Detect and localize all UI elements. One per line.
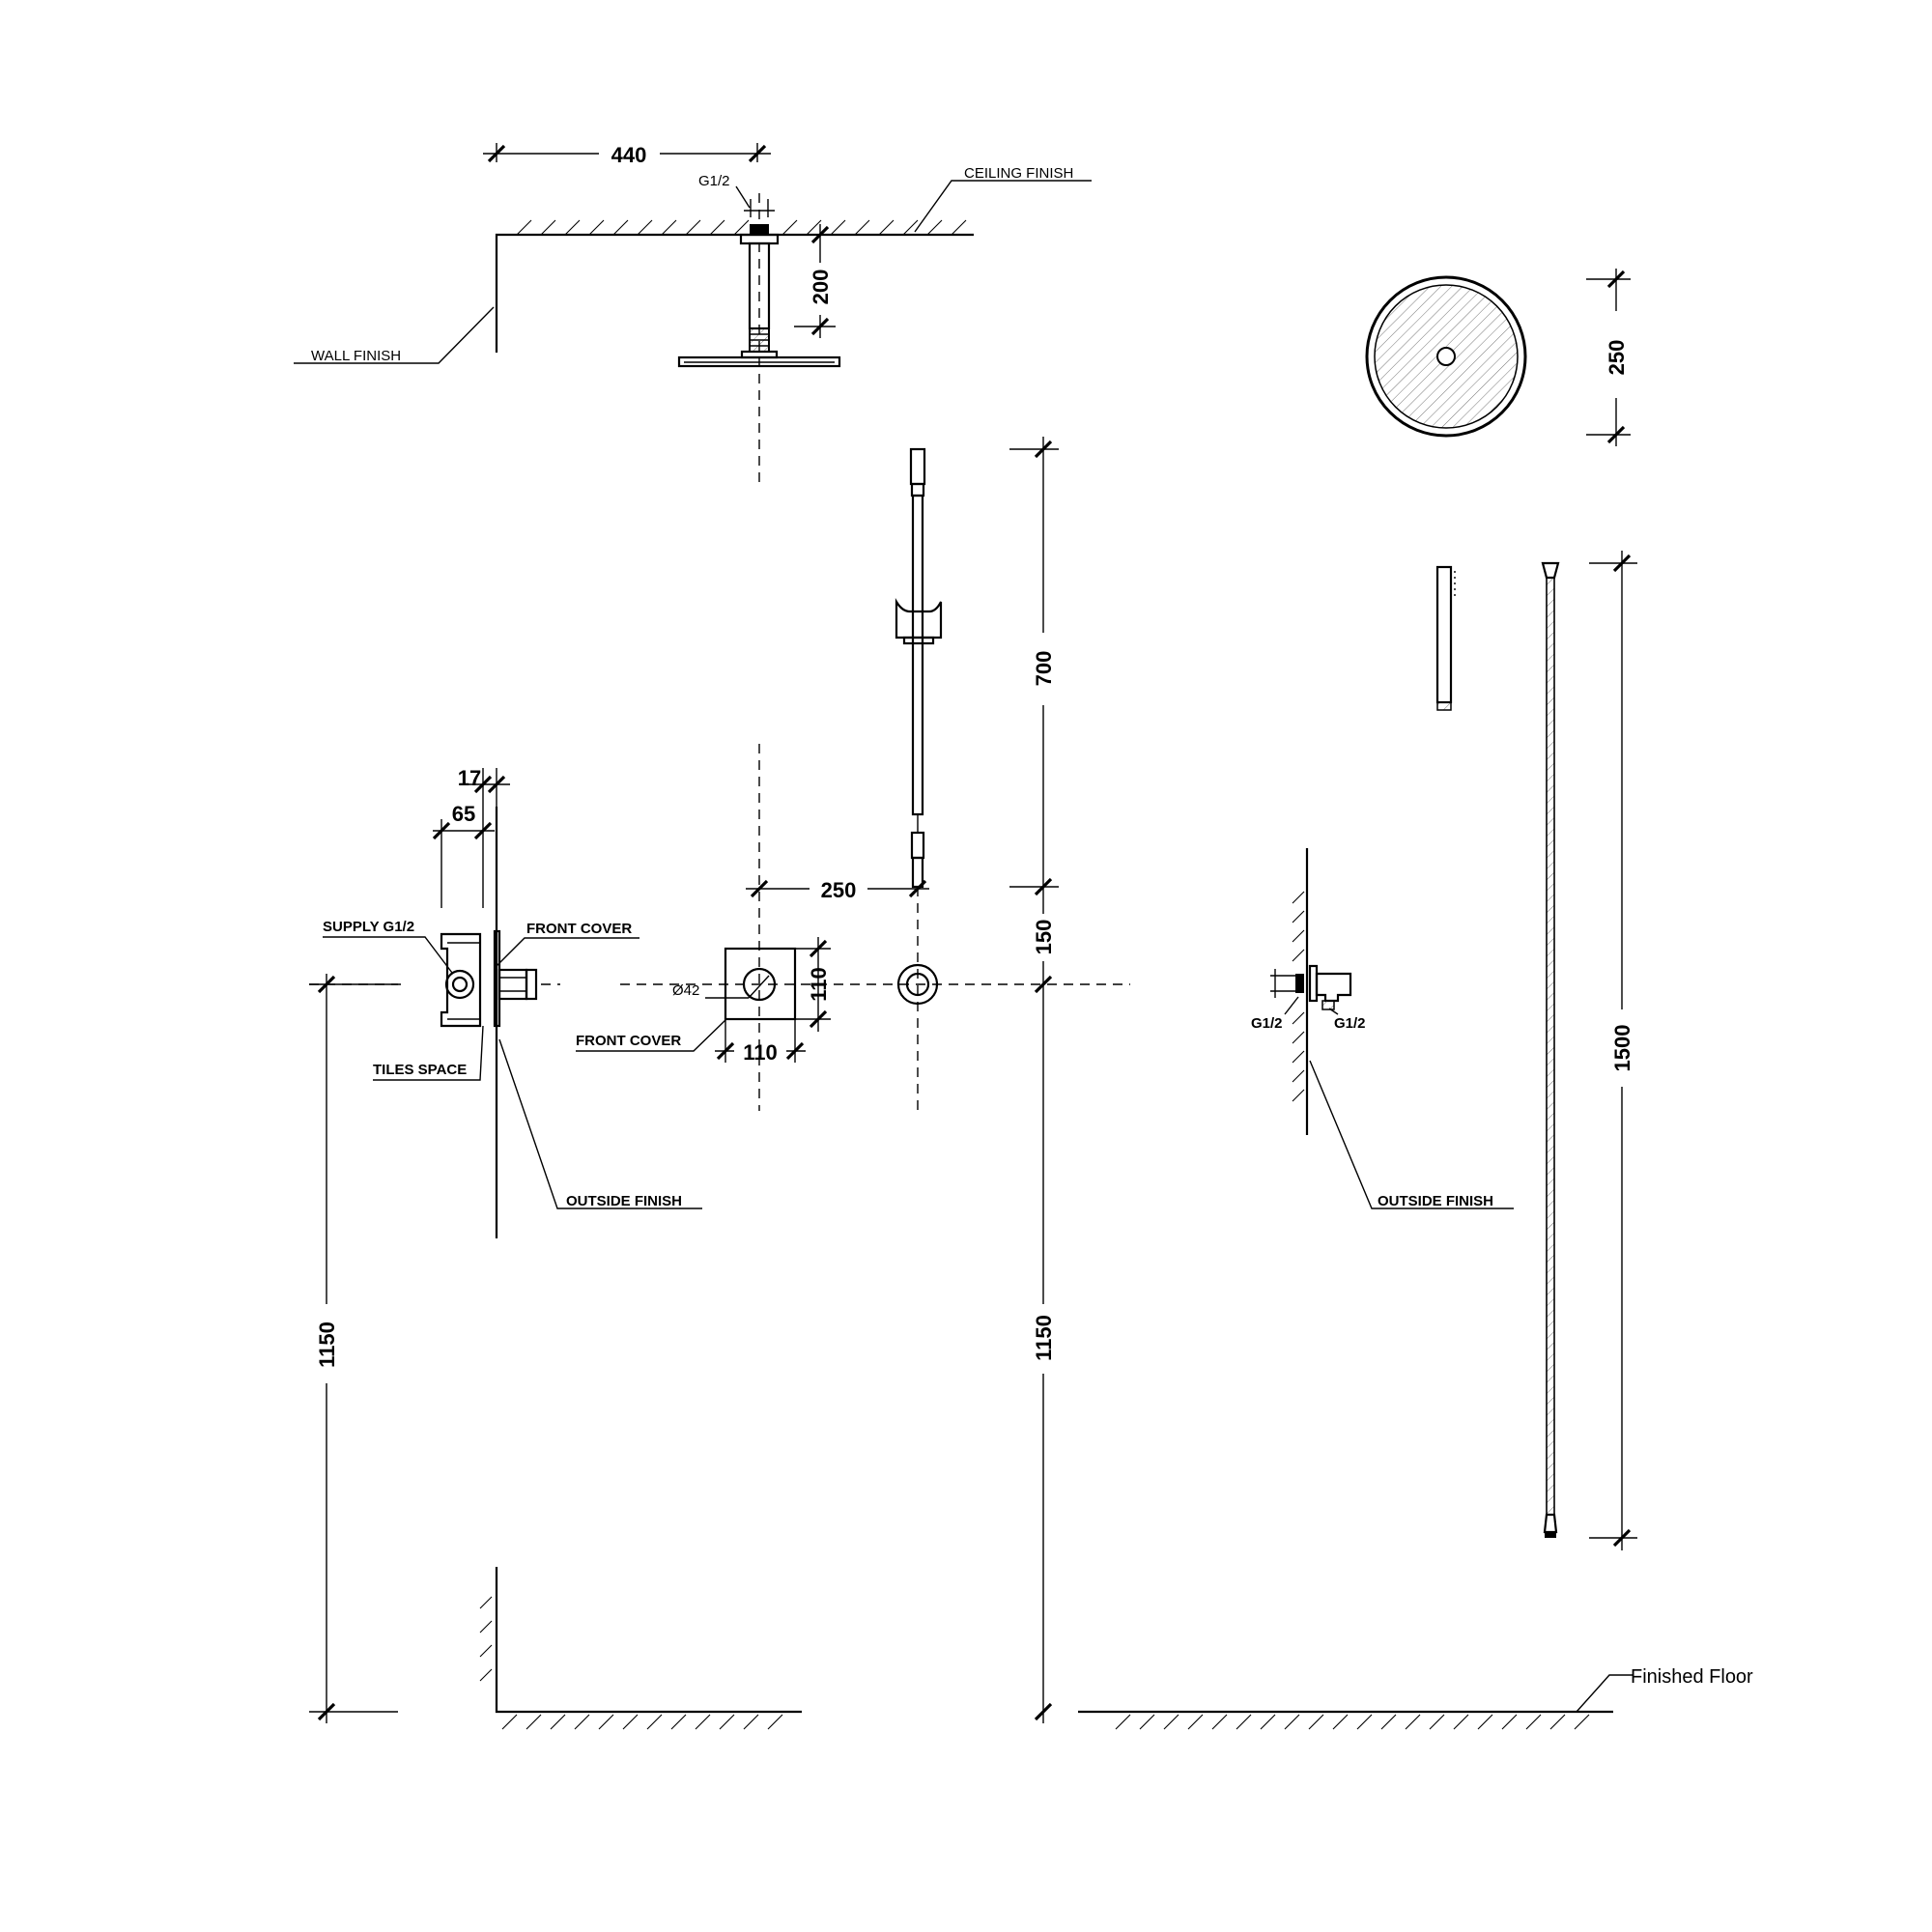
knob-diameter-label: Ø42 (672, 982, 699, 999)
dim-17: 17 (458, 766, 510, 908)
ceiling-section: CEILING FINISH WALL FINISH 440 G1/2 (294, 143, 1092, 488)
valve-front-view: Ø42 (620, 744, 1130, 1111)
dim-1150-right-text: 1150 (1032, 1315, 1056, 1361)
dim-chain-right: 700 150 1150 (1009, 437, 1059, 1723)
finished-floor-leader (1576, 1674, 1633, 1713)
dim-65: 65 (432, 802, 495, 908)
shower-head-top-view: 250 (1365, 269, 1631, 446)
dim-440-text: 440 (611, 143, 647, 167)
hand-shower (1435, 565, 1456, 711)
dim-1150-left: 1150 (309, 974, 398, 1723)
g12-ceiling-label: G1/2 (698, 173, 730, 189)
dim-150-text: 150 (1032, 920, 1056, 955)
dim-440: 440 (483, 143, 771, 167)
dim-250-head: 250 (1586, 269, 1631, 446)
shower-hose (1541, 561, 1560, 1538)
supply-callout: SUPPLY G1/2 (323, 919, 453, 974)
dim-200-text: 200 (809, 270, 833, 305)
dim-1500-text: 1500 (1610, 1025, 1634, 1072)
g12-ceiling-callout: G1/2 (698, 173, 775, 217)
ceiling-finish-label: CEILING FINISH (964, 165, 1073, 182)
ceiling-hatch (516, 219, 967, 236)
dim-65-text: 65 (452, 802, 475, 826)
dim-110-height-text: 110 (807, 967, 831, 1002)
front-cover-front-label: FRONT COVER (576, 1033, 681, 1049)
dim-700-text: 700 (1032, 651, 1056, 687)
outlet-elbow-side-view (1270, 848, 1352, 1135)
dim-250-valve-text: 250 (821, 878, 857, 902)
wall-finish-leader (294, 306, 495, 364)
wall-finish-label: WALL FINISH (311, 348, 401, 364)
outside-finish-left-callout: OUTSIDE FINISH (498, 1038, 702, 1209)
g12-elbow-right-label: G1/2 (1334, 1015, 1366, 1032)
g12-elbow-left-label: G1/2 (1251, 1015, 1283, 1032)
front-cover-side-callout: FRONT COVER (496, 921, 639, 967)
outside-finish-left-label: OUTSIDE FINISH (566, 1193, 682, 1209)
ceiling-wall-line (495, 233, 974, 353)
dim-1500: 1500 (1589, 551, 1637, 1550)
slide-rail (895, 447, 943, 889)
tiles-space-callout: TILES SPACE (373, 1025, 484, 1081)
ceiling-finish-leader (914, 180, 1092, 233)
valve-side-view (309, 807, 560, 1238)
dim-250-valve: 250 (746, 878, 929, 902)
tiles-space-label: TILES SPACE (373, 1062, 467, 1078)
finished-floor-label: Finished Floor (1631, 1666, 1753, 1688)
dim-110-width: 110 (715, 1019, 806, 1065)
dim-17-text: 17 (458, 766, 481, 790)
supply-label: SUPPLY G1/2 (323, 919, 414, 935)
floor-section: Finished Floor (479, 1567, 1753, 1730)
dim-110-width-text: 110 (743, 1040, 778, 1065)
dim-1150-left-text: 1150 (315, 1321, 339, 1368)
front-cover-side-label: FRONT COVER (526, 921, 632, 937)
front-cover-front-callout: FRONT COVER (576, 1019, 726, 1052)
g12-elbow-callouts: G1/2 G1/2 (1251, 996, 1366, 1032)
outside-finish-right-label: OUTSIDE FINISH (1378, 1193, 1493, 1209)
dim-200: 200 (794, 224, 836, 338)
dim-110-height: 110 (795, 937, 831, 1032)
dim-250-head-text: 250 (1605, 340, 1629, 376)
outside-finish-right-callout: OUTSIDE FINISH (1309, 1060, 1514, 1209)
slider-bracket (895, 598, 943, 645)
